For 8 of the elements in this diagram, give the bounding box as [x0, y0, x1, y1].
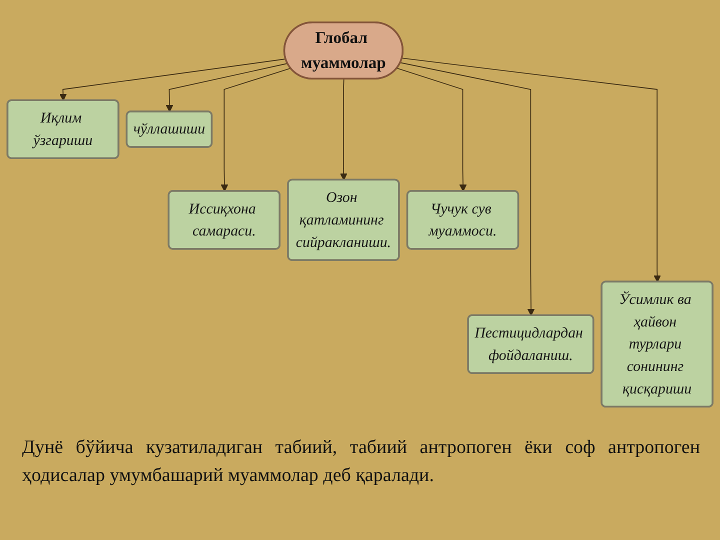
arrow	[220, 67, 292, 192]
arrow	[400, 62, 535, 316]
arrow	[340, 78, 348, 180]
arrow	[166, 62, 288, 112]
arrow	[396, 67, 467, 192]
arrow	[59, 58, 286, 100]
caption-text: Дунё бўйича кузатиладиган табиий, табиий антропоген ёки соф антропоген ҳодисалар умумбашарий муаммолар деб қаралади.	[22, 436, 700, 488]
arrow	[402, 57, 661, 282]
